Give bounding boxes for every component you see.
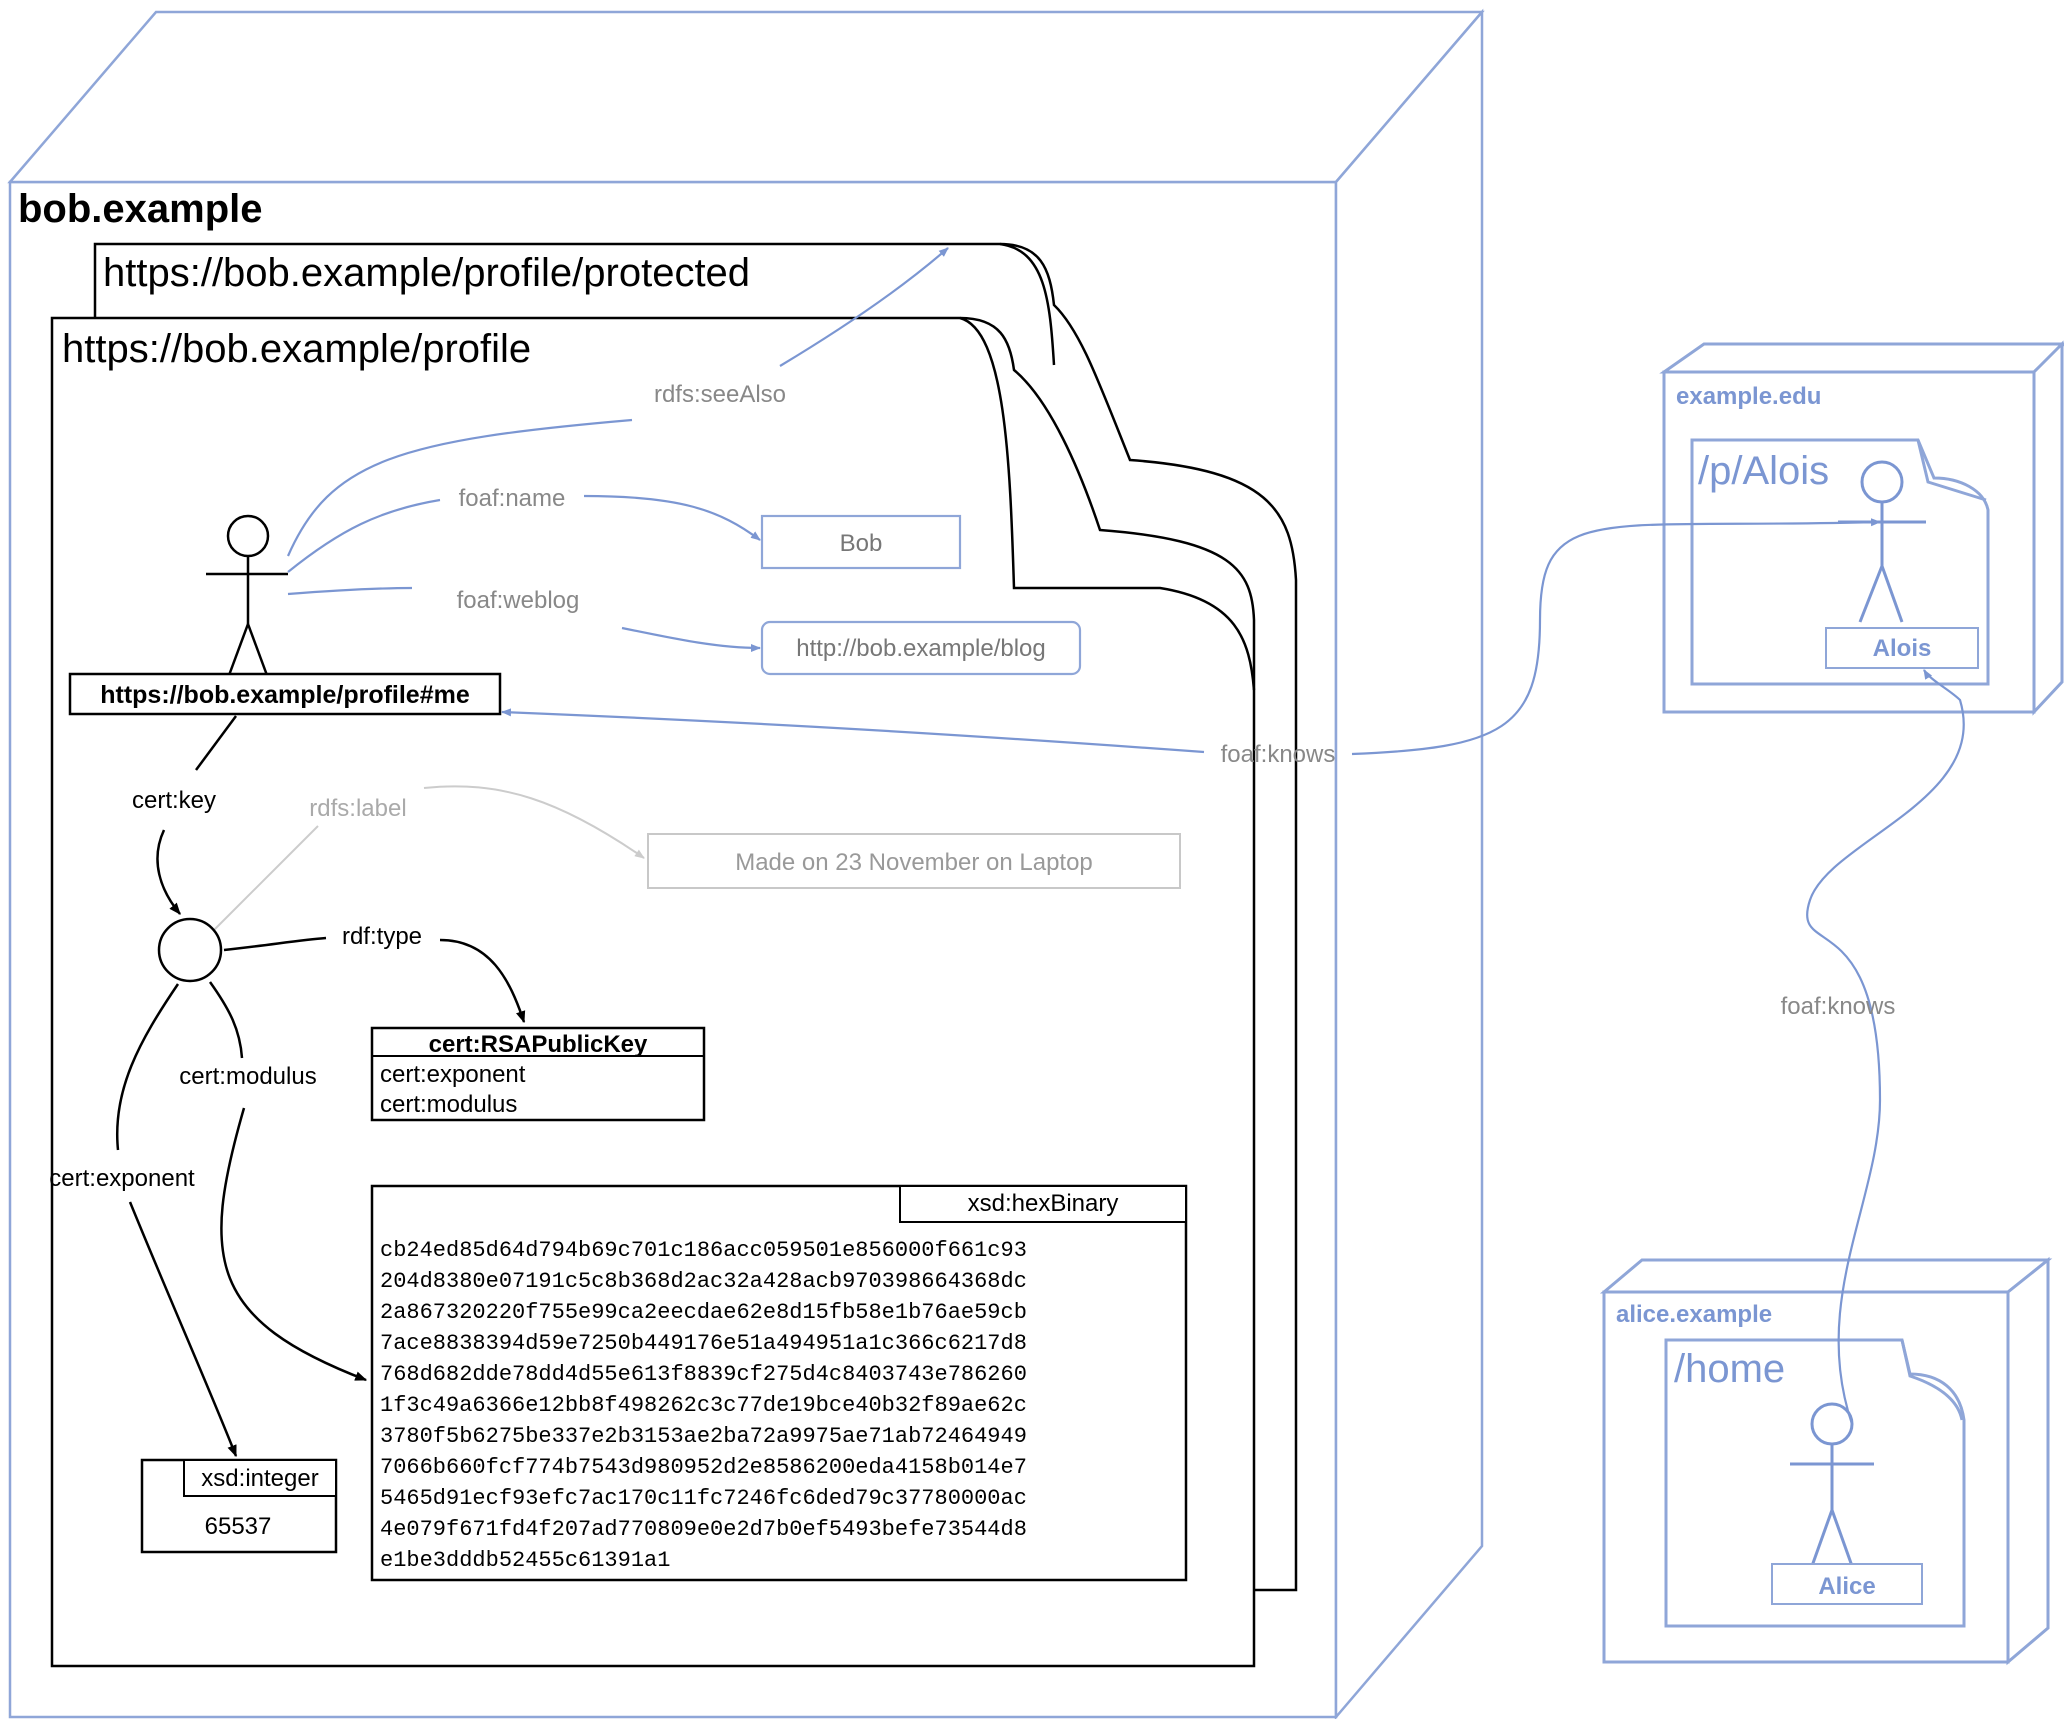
alice-label-box[interactable]	[1771, 1563, 1923, 1605]
hex-line: cb24ed85d64d794b69c701c186acc059501e8560…	[380, 1238, 1027, 1263]
label-edge-label: rdfs:label	[309, 795, 406, 822]
see-also-edge-label: rdfs:seeAlso	[654, 381, 786, 408]
hex-line: 5465d91ecf93efc7ac170c11fc7246fc6ded79c3…	[380, 1486, 1027, 1511]
knows-bob-edge-a	[1351, 518, 1881, 756]
modulus-edge-a	[208, 981, 244, 1059]
blog-literal-label: http://bob.example/blog	[796, 635, 1046, 662]
type-edge-b	[439, 938, 526, 1024]
key-edge-b	[156, 829, 181, 915]
alice-label: Alice	[1818, 1573, 1875, 1600]
edges-blue	[286, 247, 1965, 1425]
hex-line: 768d682dde78dd4d55e613f8839cf275d4c84037…	[380, 1362, 1027, 1387]
modulus-edge-label: cert:modulus	[179, 1063, 316, 1090]
alois-label: Alois	[1873, 635, 1932, 662]
exponent-edge-label: cert:exponent	[49, 1165, 195, 1192]
hex-line: 204d8380e07191c5c8b368d2ac32a428acb97039…	[380, 1269, 1027, 1294]
knows-bob-edge-b	[501, 708, 1205, 754]
me-node-label: https://bob.example/profile#me	[100, 681, 470, 709]
protected-document-url[interactable]: https://bob.example/profile/protected	[103, 251, 750, 295]
blog-literal-box[interactable]	[760, 620, 1082, 676]
integer-value: 65537	[205, 1513, 272, 1540]
alice-document-path[interactable]: /home	[1674, 1347, 1785, 1391]
weblog-edge-b	[621, 626, 761, 652]
hex-type-tag	[899, 1185, 1187, 1223]
alice-server-label: alice.example	[1616, 1301, 1772, 1328]
modulus-edge-b	[220, 1107, 368, 1382]
rsa-class-title: cert:RSAPublicKey	[429, 1031, 648, 1058]
hex-line: 2a867320220f755e99ca2eecdae62e8d15fb58e1…	[380, 1300, 1027, 1325]
hex-line: 4e079f671fd4f207ad770809e0e2d7b0ef5493be…	[380, 1517, 1027, 1542]
bob-literal-label: Bob	[840, 530, 883, 557]
name-edge-a	[287, 498, 441, 573]
label-literal-text: Made on 23 November on Laptop	[735, 849, 1093, 876]
name-edge-label: foaf:name	[459, 485, 566, 512]
edges-black	[115, 715, 526, 1458]
hex-line: 7ace8838394d59e7250b449176e51a494951a1c3…	[380, 1331, 1027, 1356]
name-edge-b	[583, 494, 761, 541]
hex-line: 1f3c49a6366e12bb8f498262c3c77de19bce40b3…	[380, 1393, 1027, 1418]
weblog-edge-a	[287, 586, 413, 596]
public-key-blank-node[interactable]	[157, 917, 223, 983]
knows-bob-edge-label: foaf:knows	[1221, 741, 1336, 768]
hex-value-lines: cb24ed85d64d794b69c701c186acc059501e8560…	[380, 1238, 1027, 1573]
knows-alice-edge	[1806, 669, 1965, 1425]
type-edge-label: rdf:type	[342, 923, 422, 950]
bob-literal-box[interactable]	[760, 514, 962, 570]
see-also-edge-a	[286, 418, 633, 557]
hex-line: 7066b660fcf774b7543d980952d2e8586200eda4…	[380, 1455, 1027, 1480]
key-edge-a	[194, 715, 238, 771]
knows-alice-edge-label: foaf:knows	[1781, 993, 1896, 1020]
hex-literal-box[interactable]	[370, 1184, 1188, 1582]
example-edu-server-node	[1659, 340, 2064, 716]
label-edge	[213, 785, 644, 931]
rsa-class-prop: cert:exponent	[380, 1061, 526, 1088]
type-edge-a	[223, 936, 327, 952]
exponent-edge-b	[128, 1201, 238, 1458]
alice-server-node	[1599, 1256, 2053, 1666]
rsa-class-prop: cert:modulus	[380, 1091, 517, 1118]
profile-document-url[interactable]: https://bob.example/profile	[62, 327, 531, 371]
bob-actor-icon	[206, 514, 288, 679]
weblog-edge-label: foaf:weblog	[457, 587, 580, 614]
me-node-box[interactable]	[68, 672, 502, 716]
alois-document-path[interactable]: /p/Alois	[1698, 449, 1829, 493]
hex-line: e1be3dddb52455c61391a1	[380, 1548, 670, 1573]
alois-label-box[interactable]	[1825, 627, 1979, 669]
bob-server-label: bob.example	[18, 187, 263, 231]
hex-line: 3780f5b6275be337e2b3153ae2ba72a9975ae71a…	[380, 1424, 1027, 1449]
key-edge-label: cert:key	[132, 787, 216, 814]
integer-type-tag	[183, 1459, 337, 1497]
hex-type-label: xsd:hexBinary	[968, 1190, 1119, 1217]
example-edu-label: example.edu	[1676, 383, 1821, 410]
see-also-edge-b	[779, 247, 949, 367]
rsa-public-key-class-box[interactable]	[370, 1026, 706, 1122]
exponent-edge-a	[115, 983, 180, 1151]
integer-type-label: xsd:integer	[201, 1465, 318, 1492]
